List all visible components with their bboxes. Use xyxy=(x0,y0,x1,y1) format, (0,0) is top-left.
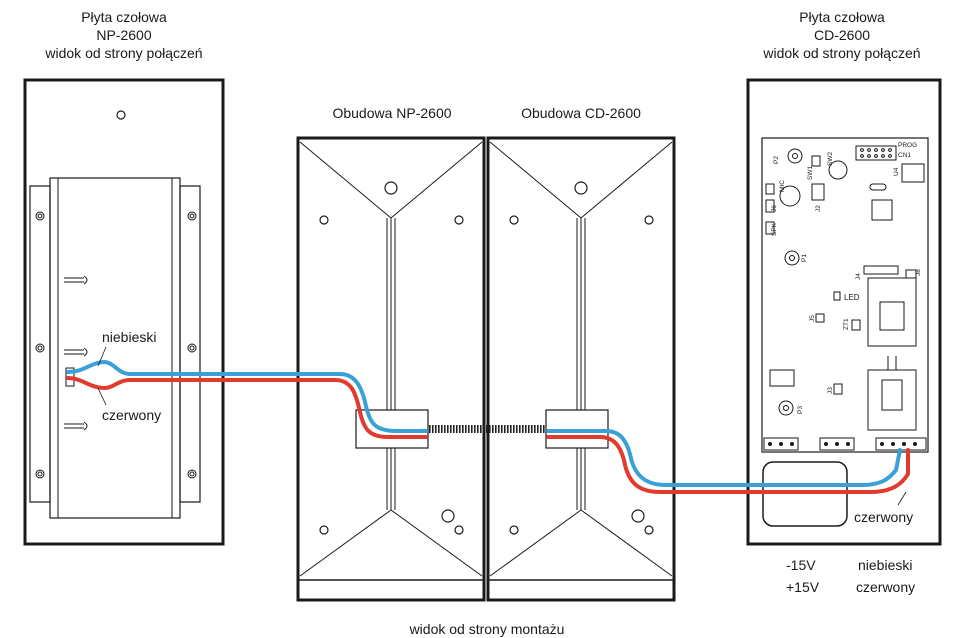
pcb-label-spk: SPK xyxy=(771,222,778,236)
right-panel-title-line1: Płyta czołowa xyxy=(799,9,885,25)
pcb-label-cn1: CN1 xyxy=(898,152,911,159)
pcb-label-j2: J2 xyxy=(815,205,822,212)
pcb-label-j3: J3 xyxy=(827,387,834,394)
pcb-label-mic: MIC xyxy=(779,180,786,192)
coil-connector xyxy=(428,425,546,433)
pcb-label-p2: P2 xyxy=(773,156,780,164)
wire-label-blue-left: niebieski xyxy=(102,328,157,346)
right-panel-title-line3: widok od strony połączeń xyxy=(763,45,921,61)
pcb-label-u4: U4 xyxy=(893,167,900,176)
pcb-label-j4: J4 xyxy=(855,273,862,280)
pcb-label-sw1: SW1 xyxy=(807,166,814,180)
wire-label-red-right: czerwony xyxy=(854,508,914,526)
wire-red xyxy=(66,376,910,494)
pcb-label-p3: P3 xyxy=(797,406,804,414)
left-panel-title-line3: widok od strony połączeń xyxy=(45,45,203,61)
legend-red: czerwony xyxy=(856,579,916,595)
pcb-label-zt1: ZT1 xyxy=(843,318,850,330)
wire-label-red-left: czerwony xyxy=(102,406,162,424)
left-panel-title: Płyta czołowa NP-2600 widok od strony po… xyxy=(0,8,248,62)
blue-leader-line xyxy=(97,346,107,367)
pcb-label-sw2: SW2 xyxy=(827,152,834,166)
pcb-label-prog: PROG xyxy=(898,142,917,149)
legend-minus15: -15V xyxy=(786,557,816,573)
front-panel-np2600 xyxy=(23,78,225,546)
right-panel-title: Płyta czołowa CD-2600 widok od strony po… xyxy=(728,8,956,62)
left-panel-title-line1: Płyta czołowa xyxy=(81,9,167,25)
left-panel-title-line2: NP-2600 xyxy=(96,27,152,43)
pcb-label-j6: J6 xyxy=(771,205,778,212)
housing-cd2600 xyxy=(486,136,676,602)
housing-cd2600-title: Obudowa CD-2600 xyxy=(521,105,641,121)
bottom-caption: widok od strony montażu xyxy=(409,621,565,637)
housing-np2600-title: Obudowa NP-2600 xyxy=(332,105,452,121)
right-panel-title-line2: CD-2600 xyxy=(813,27,871,43)
pcb-label-j5: J5 xyxy=(809,315,816,322)
front-panel-cd2600 xyxy=(746,78,942,546)
pcb-label-p1: P1 xyxy=(801,254,808,262)
red-right-leader-line xyxy=(897,491,907,506)
pcb-label-j8: J8 xyxy=(915,269,922,276)
housing-np2600 xyxy=(296,136,486,602)
wire-blue xyxy=(66,360,902,487)
legend-plus15: +15V xyxy=(786,579,820,595)
legend-blue: niebieski xyxy=(858,557,913,573)
pcb-label-led: LED xyxy=(844,293,860,302)
red-leader-line xyxy=(97,387,107,406)
